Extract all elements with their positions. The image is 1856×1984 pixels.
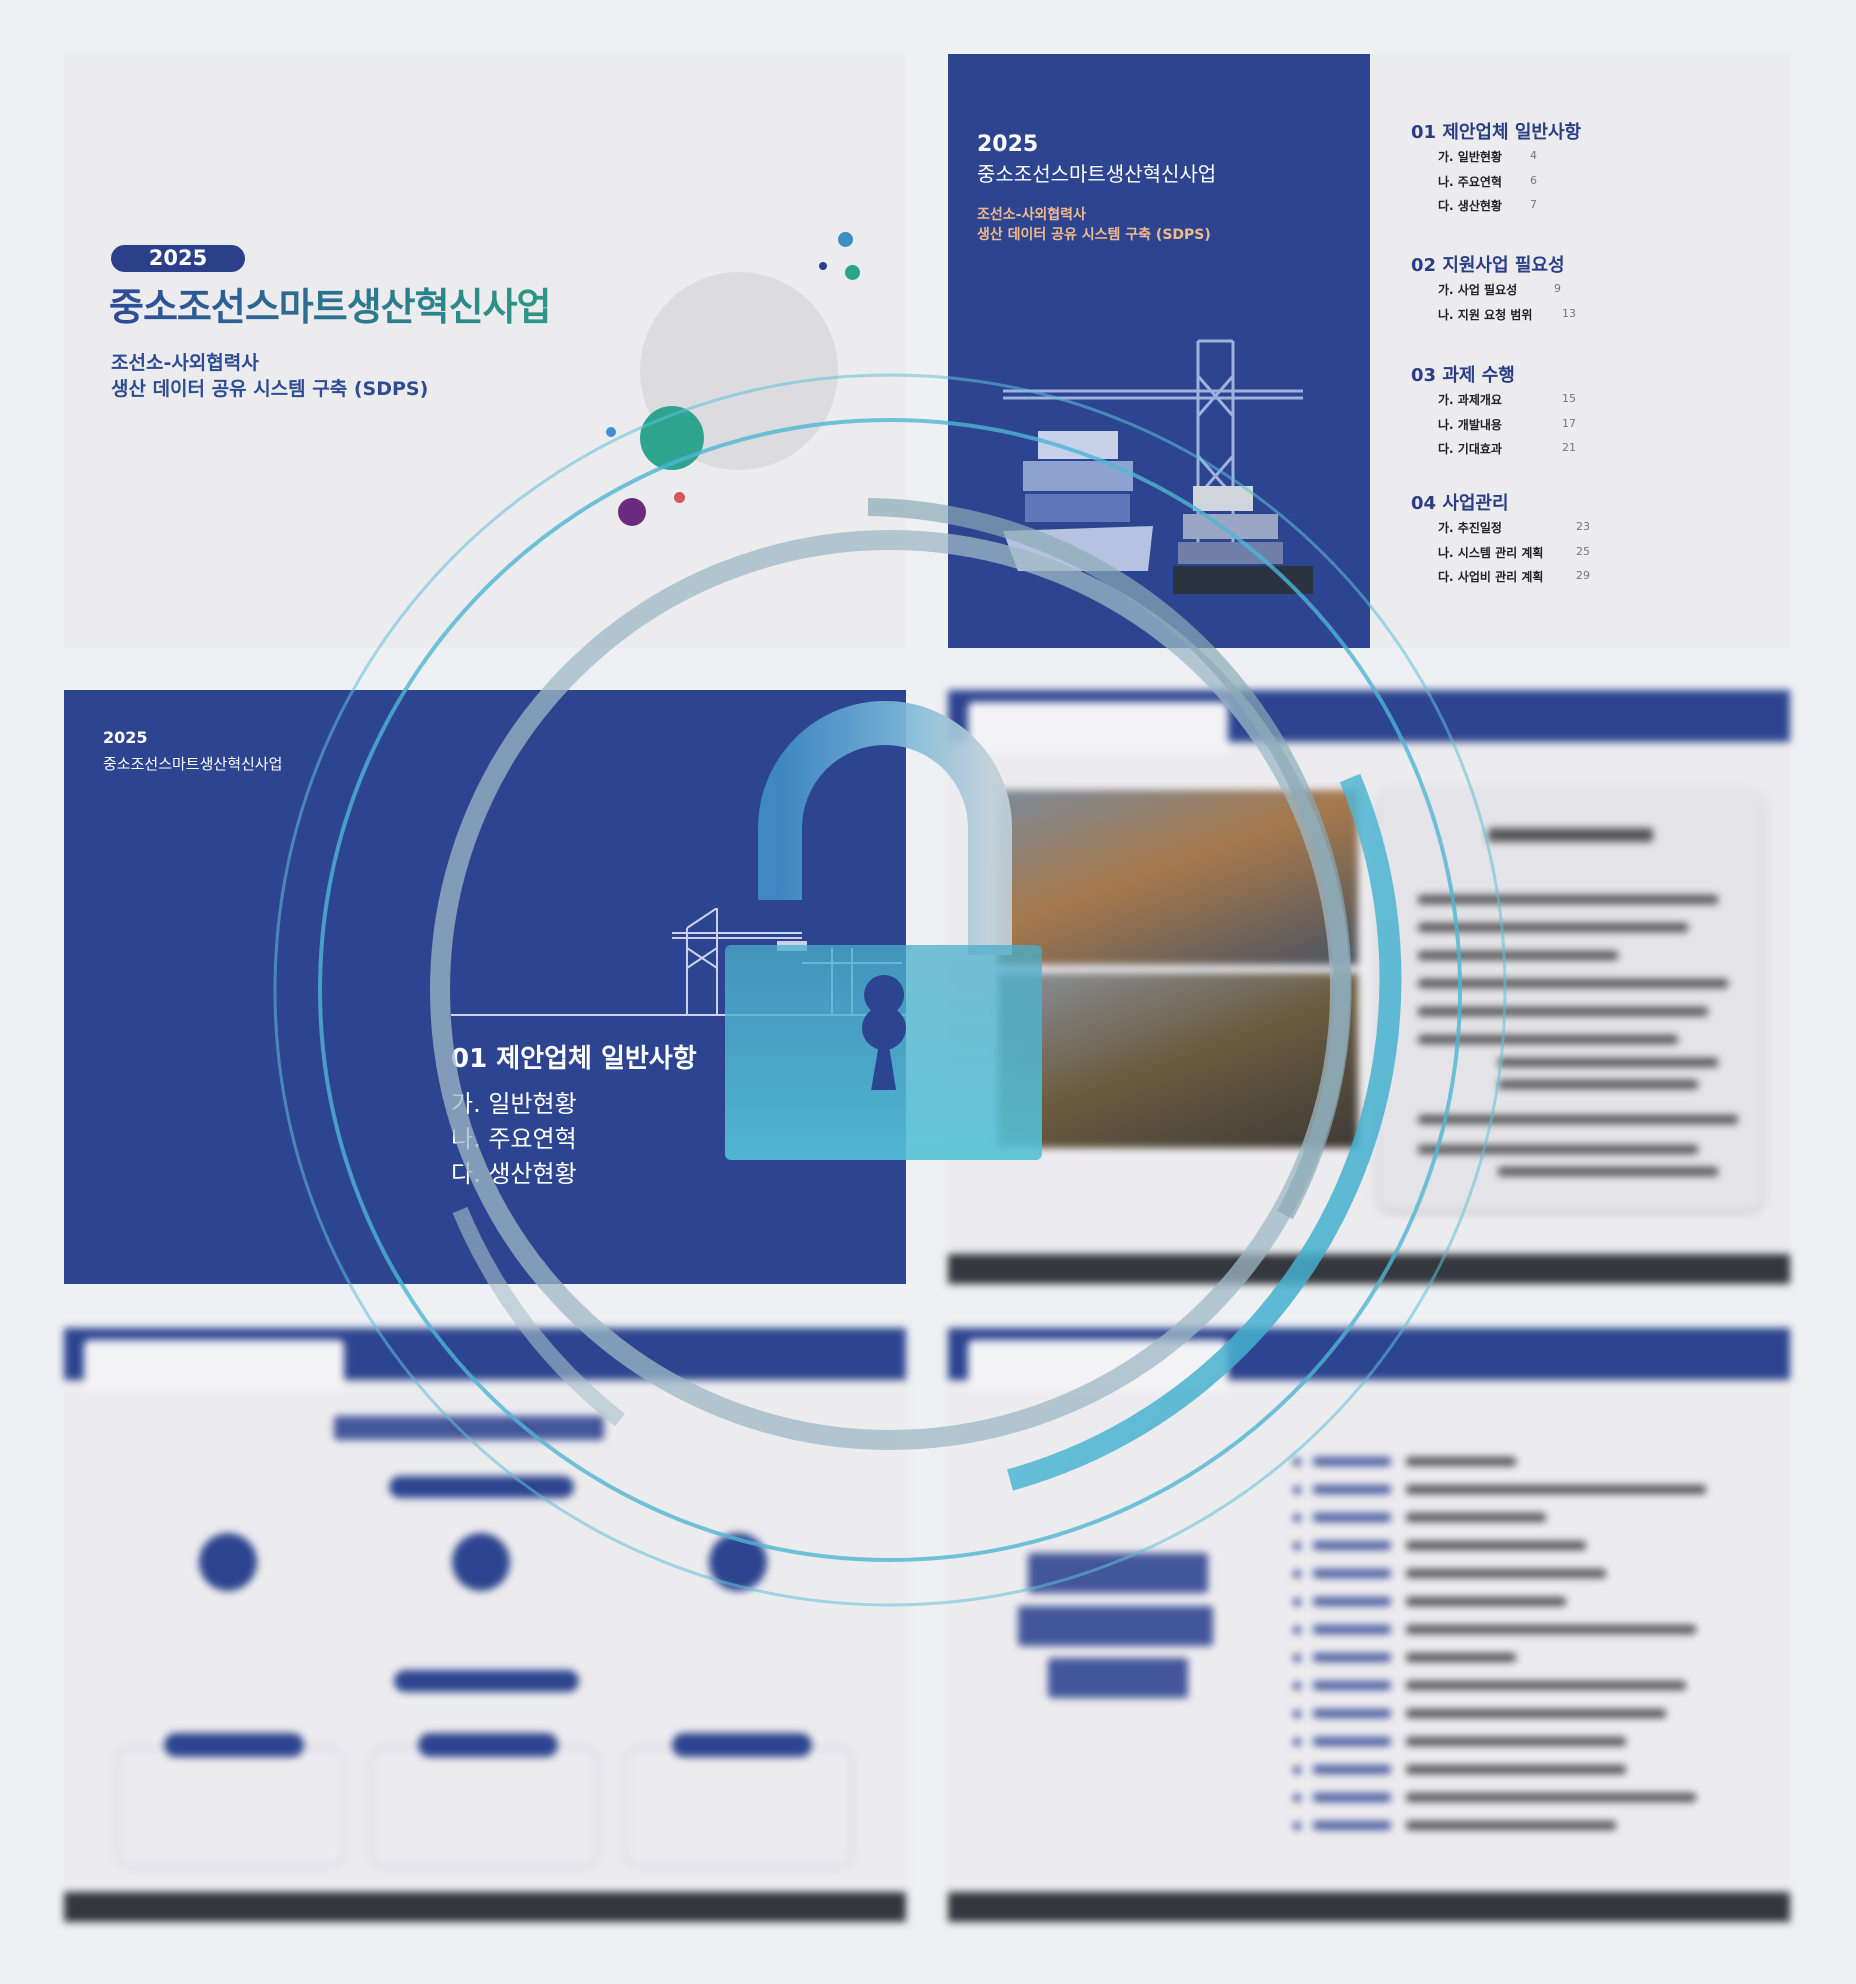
slide-philosophy-blurred[interactable] xyxy=(64,1328,906,1922)
cover-title: 중소조선스마트생산혁신사업 xyxy=(109,276,551,331)
slide-section-divider[interactable]: 2025 중소조선스마트생산혁신사업 01 제안업체 일반사항 가. 일반현황 … xyxy=(64,690,906,1284)
section-item-2: 나. 주요연혁 xyxy=(451,1125,577,1153)
slide-company-overview-blurred[interactable] xyxy=(948,690,1790,1284)
toc-item-page: 4 xyxy=(1530,149,1537,162)
year-badge: 2025 xyxy=(111,245,245,272)
slide-footer xyxy=(64,1892,906,1922)
toc-subtitle-line2: 생산 데이터 공유 시스템 구축 (SDPS) xyxy=(977,227,1211,243)
section-heading: 01 제안업체 일반사항 xyxy=(451,1044,697,1074)
decor-dot-blue-top xyxy=(838,232,853,247)
slide-tab-box xyxy=(84,1340,344,1392)
section-item-1: 가. 일반현황 xyxy=(451,1090,577,1118)
decor-dot-blue xyxy=(606,427,616,437)
history-heading-blurred xyxy=(1028,1553,1208,1593)
toc-item-label: 가. 사업 필요성 xyxy=(1438,283,1518,297)
gantry-crane-icon xyxy=(672,908,902,1014)
toc-item-page: 29 xyxy=(1576,569,1590,582)
toc-item-label: 다. 사업비 관리 계획 xyxy=(1438,570,1544,584)
toc-item-page: 7 xyxy=(1530,198,1537,211)
value-box-2 xyxy=(370,1746,599,1868)
slide-toc[interactable]: 2025 중소조선스마트생산혁신사업 조선소-사외협력사 생산 데이터 공유 시… xyxy=(948,54,1790,648)
toc-item-label: 나. 주요연혁 xyxy=(1438,174,1502,189)
toc-section-heading: 03 과제 수행 xyxy=(1411,365,1515,386)
toc-title: 중소조선스마트생산혁신사업 xyxy=(977,162,1217,186)
slide-tab-box xyxy=(968,1340,1228,1392)
decor-dot-red xyxy=(674,492,685,503)
toc-item-label: 다. 생산현황 xyxy=(1438,199,1502,213)
value-box-3 xyxy=(624,1746,853,1868)
pill-blurred xyxy=(389,1476,574,1498)
toc-item-page: 25 xyxy=(1576,544,1590,558)
decor-circle-teal xyxy=(640,406,704,470)
shipyard-photo-bottom xyxy=(998,973,1358,1148)
slide-history-blurred[interactable] xyxy=(948,1328,1790,1922)
container-ship-icon xyxy=(1003,339,1313,594)
toc-cover-panel: 2025 중소조선스마트생산혁신사업 조선소-사외협력사 생산 데이터 공유 시… xyxy=(948,54,1370,648)
slide-footer xyxy=(948,1254,1790,1284)
decor-dot-navy-top xyxy=(819,262,827,270)
toc-item-label: 다. 기대효과 xyxy=(1438,442,1502,456)
decor-dot-teal-top xyxy=(845,265,860,280)
slide-tab-box xyxy=(968,702,1228,754)
divider-rule xyxy=(451,1014,906,1016)
value-box-1 xyxy=(116,1746,345,1868)
value-icon-3 xyxy=(709,1533,767,1591)
toc-section-heading: 04 사업관리 xyxy=(1411,493,1509,514)
cover-subtitle-line2: 생산 데이터 공유 시스템 구축 (SDPS) xyxy=(111,378,429,400)
toc-item-page: 6 xyxy=(1530,173,1537,187)
toc-item-page: 9 xyxy=(1554,282,1561,295)
toc-item-page: 15 xyxy=(1562,392,1576,405)
value-icon-2 xyxy=(452,1533,510,1591)
pill-blurred-2 xyxy=(394,1670,579,1692)
divider-year: 2025 xyxy=(103,728,148,747)
cover-subtitle-line1: 조선소-사외협력사 xyxy=(111,352,259,374)
value-icon-1 xyxy=(199,1533,257,1591)
section-item-3: 다. 생산현황 xyxy=(451,1160,577,1188)
toc-subtitle-line1: 조선소-사외협력사 xyxy=(977,207,1086,223)
toc-item-label: 나. 시스템 관리 계획 xyxy=(1438,545,1544,560)
slide-footer xyxy=(948,1892,1790,1922)
toc-item-page: 13 xyxy=(1562,306,1576,320)
toc-item-label: 나. 개발내용 xyxy=(1438,417,1502,432)
toc-item-label: 가. 과제개요 xyxy=(1438,393,1502,407)
toc-year: 2025 xyxy=(977,132,1039,157)
slogan-blurred xyxy=(334,1416,604,1440)
toc-item-label: 나. 지원 요청 범위 xyxy=(1438,307,1533,322)
divider-title: 중소조선스마트생산혁신사업 xyxy=(103,755,283,773)
toc-item-page: 17 xyxy=(1562,416,1576,430)
toc-item-page: 23 xyxy=(1576,520,1590,533)
toc-section-heading: 01 제안업체 일반사항 xyxy=(1411,122,1582,143)
decor-circle-purple xyxy=(618,498,646,526)
toc-item-label: 가. 추진일정 xyxy=(1438,521,1502,535)
shipyard-photo-top xyxy=(998,790,1358,965)
toc-section-heading: 02 지원사업 필요성 xyxy=(1411,255,1565,276)
toc-item-page: 21 xyxy=(1562,441,1576,454)
company-info-card xyxy=(1378,790,1763,1210)
slide-cover[interactable]: 2025 중소조선스마트생산혁신사업 조선소-사외협력사 생산 데이터 공유 시… xyxy=(64,54,906,648)
toc-item-label: 가. 일반현황 xyxy=(1438,150,1502,164)
